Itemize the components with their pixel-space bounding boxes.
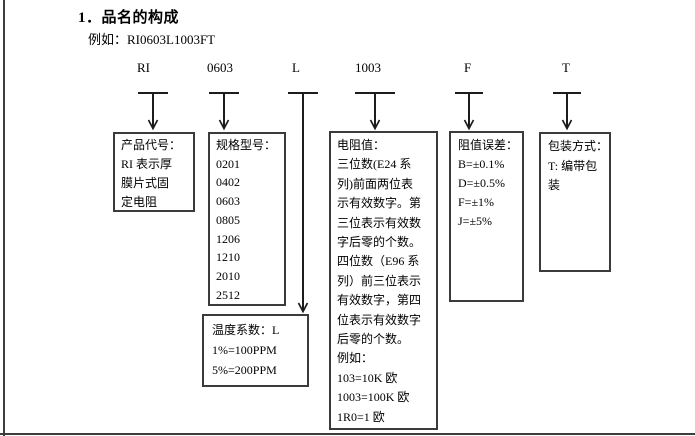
box-line: 定电阻 — [121, 195, 158, 209]
arrow-packing-icon — [553, 92, 581, 131]
code-label-tcr: L — [292, 60, 300, 75]
box-line: 四位数（E96 系 — [337, 254, 420, 269]
arrow-ri-icon — [138, 92, 168, 131]
box-line: 膜片式固 — [121, 176, 170, 190]
arrow-value-icon — [355, 92, 395, 131]
box-line: 温度系数：L — [212, 323, 280, 337]
code-label-value: 1003 — [355, 60, 381, 75]
box-line: J=±5% — [458, 214, 493, 228]
box-tolerance: 阻值误差： B=±0.1% D=±0.5% F=±1% J=±5% — [449, 131, 524, 302]
box-line: D=±0.5% — [458, 176, 506, 190]
box-line: 包装方式： — [548, 139, 609, 153]
box-line: 三位表示有效数 — [337, 215, 422, 230]
page-left-border — [3, 0, 5, 436]
box-line: 0805 — [216, 212, 240, 227]
box-line: 产品代号： — [121, 138, 182, 152]
box-line: 1%=100PPM — [212, 343, 277, 357]
box-line: 规格型号： — [216, 138, 277, 152]
code-label-size: 0603 — [207, 60, 233, 75]
box-line: 2010 — [216, 268, 240, 283]
box-line: 字后零的个数。 — [337, 235, 422, 250]
box-line: 1R0=1 欧 — [337, 409, 385, 424]
code-label-packing: T — [562, 60, 570, 75]
box-line: T: 编带包 — [548, 158, 598, 173]
box-line: 103=10K 欧 — [337, 370, 398, 385]
box-line: 电阻值： — [337, 138, 386, 152]
box-line: 三位数(E24 系 — [337, 157, 412, 172]
box-line: 位表示有效数字 — [337, 312, 422, 327]
box-packing: 包装方式： T: 编带包装 — [539, 132, 611, 272]
example-part-number: 例如：RI0603L1003FT — [88, 32, 216, 47]
box-line: 示有效数字。第 — [337, 196, 422, 211]
box-line: 有效数字，第四 — [337, 293, 422, 308]
box-line: 1003=100K 欧 — [337, 390, 410, 405]
box-line: 0402 — [216, 175, 240, 190]
box-line: 1206 — [216, 231, 240, 246]
box-line: F=±1% — [458, 195, 495, 209]
page-bottom-border — [0, 433, 695, 435]
box-line: 2512 — [216, 287, 240, 302]
code-label-tolerance: F — [464, 60, 472, 75]
box-resistance-value: 电阻值： 三位数(E24 系列)前面两位表示有效数字。第三位表示有效数字后零的个数… — [329, 131, 438, 430]
box-line: B=±0.1% — [458, 157, 505, 171]
box-line: 0603 — [216, 194, 240, 209]
box-line: 例如： — [337, 351, 374, 366]
box-line: 列）前三位表示 — [337, 273, 422, 288]
box-line: 阻值误差： — [458, 138, 519, 152]
section-title: 1．品名的构成 — [78, 10, 180, 26]
box-line: 0201 — [216, 156, 240, 171]
box-line: 1210 — [216, 250, 240, 265]
box-product-code: 产品代号： RI 表示厚膜片式固定电阻 — [113, 132, 195, 212]
arrow-tcr-icon — [288, 92, 318, 314]
arrow-size-icon — [209, 92, 239, 131]
box-spec-model: 规格型号： 0201 0402 0603 0805 1206 1210 2010 2512 — [208, 132, 286, 306]
box-line: RI 表示厚 — [121, 157, 173, 171]
arrow-tolerance-icon — [455, 92, 483, 131]
code-label-ri: RI — [137, 60, 150, 75]
box-line: 列)前面两位表 — [337, 176, 413, 191]
box-temp-coefficient: 温度系数：L 1%=100PPM 5%=200PPM — [202, 314, 309, 387]
box-line: 5%=200PPM — [212, 363, 277, 377]
box-line: 装 — [548, 178, 561, 192]
box-line: 后零的个数。 — [337, 332, 410, 347]
